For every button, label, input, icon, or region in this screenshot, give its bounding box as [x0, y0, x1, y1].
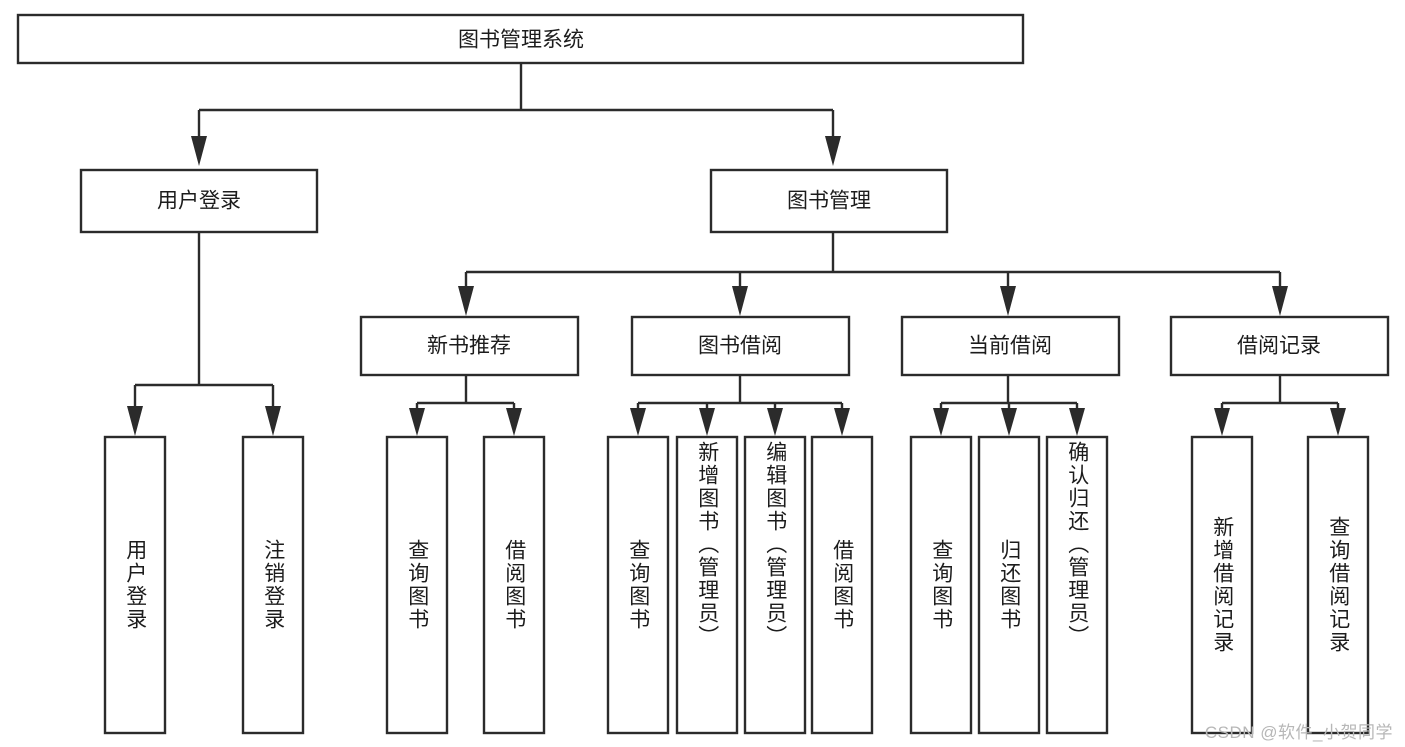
node-user-login-label: 用户登录	[157, 190, 241, 213]
node-leaf-query-book-3-box[interactable]	[909, 435, 973, 735]
node-book-borrow-box[interactable]	[630, 315, 851, 377]
arrow-to-book-borrow	[732, 286, 748, 316]
node-root-box[interactable]	[16, 13, 1025, 65]
arrow-to-leaf-query-record	[1330, 408, 1346, 436]
arrow-to-leaf-query-book-3	[933, 408, 949, 436]
arrow-to-leaf-return-book	[1001, 408, 1017, 436]
node-leaf-user-login-box[interactable]	[103, 435, 167, 735]
node-current-borrow-box[interactable]	[900, 315, 1121, 377]
arrow-to-user-login	[191, 136, 207, 166]
arrow-to-current-borrow	[1000, 286, 1016, 316]
node-new-book-recommend-box[interactable]	[359, 315, 580, 377]
node-leaf-query-record-box[interactable]	[1306, 435, 1370, 735]
node-book-borrow-label: 图书借阅	[698, 335, 782, 358]
arrow-to-book-management	[825, 136, 841, 166]
node-leaf-borrow-book-1-box[interactable]	[482, 435, 546, 735]
arrow-to-leaf-add-record	[1214, 408, 1230, 436]
node-book-management-box[interactable]	[709, 168, 949, 234]
arrow-to-leaf-borrow-book-2	[834, 408, 850, 436]
node-borrow-record-label: 借阅记录	[1237, 335, 1321, 358]
csdn-watermark: CSDN @软件_小贺同学	[1204, 723, 1393, 742]
node-leaf-return-book-box[interactable]	[977, 435, 1041, 735]
arrow-to-leaf-edit-book	[767, 408, 783, 436]
arrow-to-leaf-logout-login	[265, 406, 281, 436]
node-leaf-add-book-box[interactable]	[675, 435, 739, 735]
node-leaf-confirm-return-box[interactable]	[1045, 435, 1109, 735]
node-leaf-logout-login-box[interactable]	[241, 435, 305, 735]
node-leaf-add-record-box[interactable]	[1190, 435, 1254, 735]
arrow-to-leaf-confirm-return	[1069, 408, 1085, 436]
arrow-to-leaf-add-book	[699, 408, 715, 436]
node-book-management-label: 图书管理	[787, 190, 871, 213]
arrow-to-borrow-record	[1272, 286, 1288, 316]
arrow-to-leaf-borrow-book-1	[506, 408, 522, 436]
node-leaf-query-book-1-box[interactable]	[385, 435, 449, 735]
node-user-login-box[interactable]	[79, 168, 319, 234]
node-leaf-query-book-2-box[interactable]	[606, 435, 670, 735]
node-current-borrow-label: 当前借阅	[968, 335, 1052, 358]
node-leaf-edit-book-box[interactable]	[743, 435, 807, 735]
arrow-to-new-book-recommend	[458, 286, 474, 316]
arrow-to-leaf-user-login	[127, 406, 143, 436]
node-root-label: 图书管理系统	[458, 29, 584, 52]
arrow-to-leaf-query-book-1	[409, 408, 425, 436]
node-new-book-recommend-label: 新书推荐	[427, 335, 511, 358]
arrow-to-leaf-query-book-2	[630, 408, 646, 436]
node-leaf-borrow-book-2-box[interactable]	[810, 435, 874, 735]
node-borrow-record-box[interactable]	[1169, 315, 1390, 377]
